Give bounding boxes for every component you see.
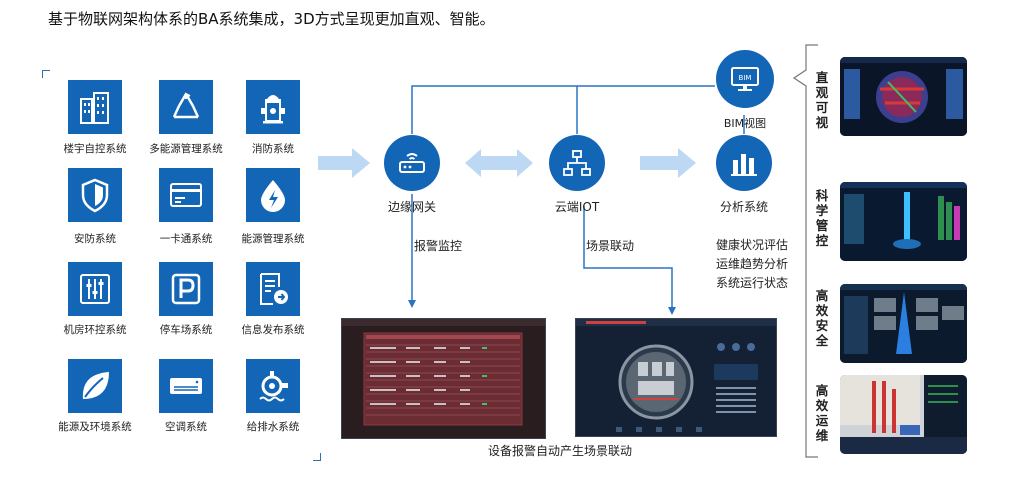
- network-topology-icon[interactable]: [549, 135, 605, 191]
- subsystem-label: 楼宇自控系统: [63, 143, 127, 155]
- flow-arrow-into-analysis: [640, 148, 696, 178]
- thumbnail-management[interactable]: [840, 182, 967, 261]
- analysis-item: 运维趋势分析: [716, 257, 789, 271]
- thumbnail-operation[interactable]: [840, 375, 967, 454]
- subsystem-label: 能源管理系统: [241, 233, 305, 245]
- flow-arrow-bidirectional: [465, 149, 533, 177]
- frame-corner-bottom-right: [313, 453, 321, 461]
- subsystem-label: 消防系统: [252, 143, 294, 155]
- alarm-monitor-label: 报警监控: [414, 239, 463, 253]
- fire-hydrant-icon[interactable]: [246, 80, 300, 134]
- bottom-caption: 设备报警自动产生场景联动: [487, 444, 632, 458]
- building-icon[interactable]: [68, 80, 122, 134]
- gateway-label: 边缘网关: [387, 200, 436, 214]
- leaf-icon[interactable]: [68, 359, 122, 413]
- analysis-item: 健康状况评估: [716, 238, 789, 252]
- bim-label: BIM视图: [723, 117, 767, 130]
- thumbnail-security[interactable]: [840, 284, 967, 363]
- cloud-iot-label: 云端IOT: [554, 200, 600, 214]
- page-heading: 基于物联网架构体系的BA系统集成，3D方式呈现更加直观、智能。: [48, 10, 495, 28]
- flow-arrow-into-gateway: [318, 148, 370, 178]
- document-arrow-icon[interactable]: [246, 262, 300, 316]
- alarm-screen-image: [341, 318, 546, 439]
- bim-icon-text: BIM: [739, 74, 752, 82]
- recycle-icon[interactable]: [159, 80, 213, 134]
- subsystem-label: 一卡通系统: [159, 233, 213, 245]
- water-drop-icon[interactable]: [246, 168, 300, 222]
- parking-icon[interactable]: [159, 262, 213, 316]
- card-icon[interactable]: [159, 168, 213, 222]
- subsystem-label: 能源及环境系统: [58, 421, 132, 433]
- scene-linkage-screen-image: [575, 318, 777, 437]
- thumbnail-visual-3d[interactable]: [840, 57, 967, 136]
- sidebar-bracket: [792, 44, 818, 458]
- shield-icon[interactable]: [68, 168, 122, 222]
- sidebar-label: 科学管控: [815, 188, 829, 248]
- subsystem-label: 停车场系统: [159, 324, 213, 336]
- air-conditioner-icon[interactable]: [159, 359, 213, 413]
- analysis-label: 分析系统: [719, 200, 768, 214]
- subsystem-label: 给排水系统: [246, 421, 300, 433]
- sidebar-label: 高效运维: [815, 383, 829, 443]
- analysis-item: 系统运行状态: [716, 276, 789, 290]
- scene-linkage-label: 场景联动: [586, 239, 635, 253]
- subsystem-label: 安防系统: [74, 233, 116, 245]
- pump-icon[interactable]: [246, 359, 300, 413]
- subsystem-label: 空调系统: [165, 421, 207, 433]
- sidebar-label: 直观可视: [815, 70, 829, 130]
- subsystem-label: 多能源管理系统: [149, 143, 223, 155]
- subsystem-label: 机房环控系统: [63, 324, 127, 336]
- analysis-items: 健康状况评估 运维趋势分析 系统运行状态: [716, 236, 788, 293]
- bar-chart-icon[interactable]: [716, 135, 772, 191]
- sliders-icon[interactable]: [68, 262, 122, 316]
- sidebar-label: 高效安全: [815, 288, 829, 348]
- bim-monitor-icon[interactable]: BIM: [716, 50, 774, 108]
- router-icon[interactable]: [384, 135, 440, 191]
- frame-corner-top-left: [42, 70, 50, 78]
- subsystem-label: 信息发布系统: [241, 324, 305, 336]
